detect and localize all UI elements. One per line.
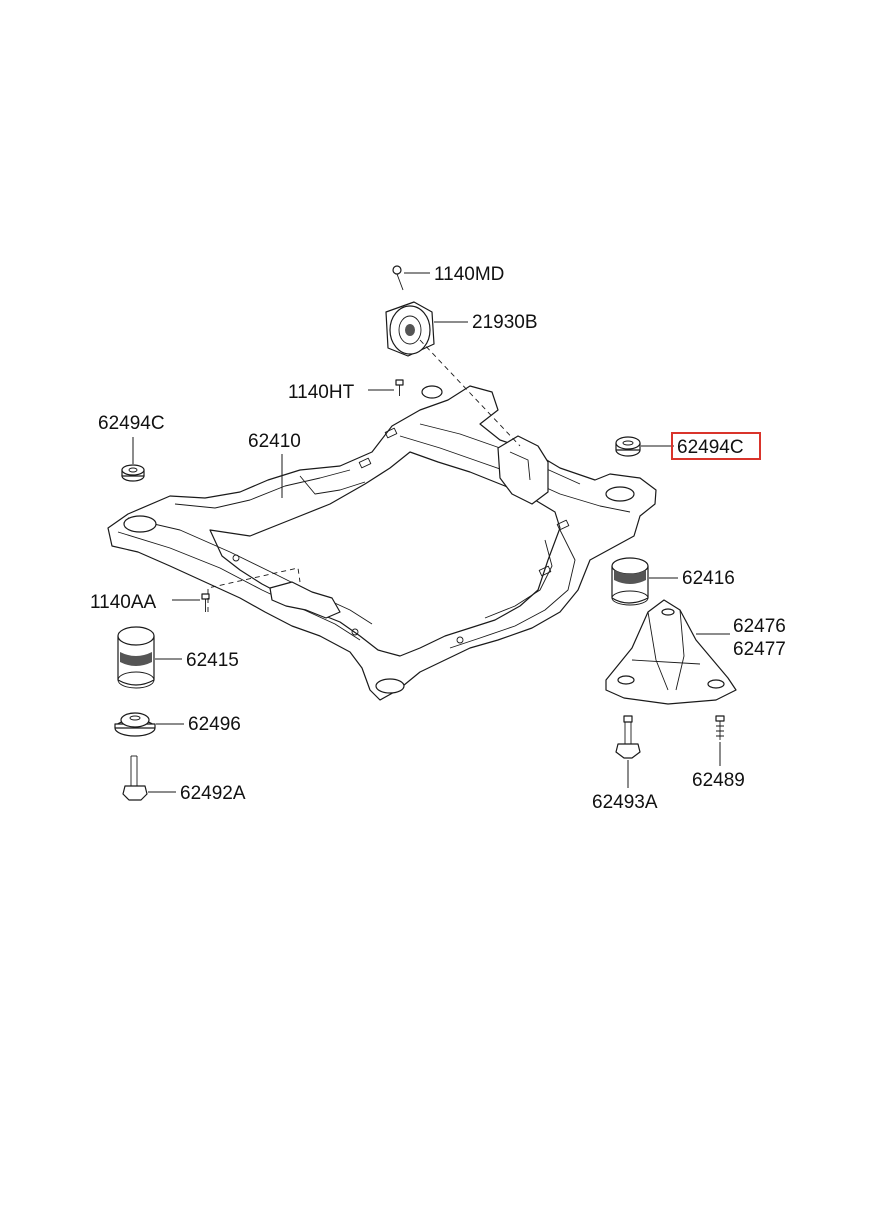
label-62489: 62489 bbox=[692, 770, 745, 791]
bolt-62493A[interactable] bbox=[615, 715, 641, 759]
bolt-62492A[interactable] bbox=[122, 755, 148, 801]
bolt-1140MD[interactable] bbox=[392, 265, 404, 291]
label-62494C-left: 62494C bbox=[98, 413, 165, 434]
label-62496: 62496 bbox=[188, 714, 241, 735]
label-21930B: 21930B bbox=[472, 312, 538, 333]
label-1140AA: 1140AA bbox=[90, 592, 157, 613]
washer-62496[interactable] bbox=[114, 712, 156, 737]
label-62476: 62476 bbox=[733, 616, 786, 637]
label-62492A: 62492A bbox=[180, 783, 246, 804]
bushing-62416[interactable] bbox=[611, 557, 649, 606]
bushing-62494C-left[interactable] bbox=[121, 464, 145, 482]
label-1140MD: 1140MD bbox=[434, 264, 504, 285]
highlight-box-62494C bbox=[671, 432, 761, 460]
label-62415: 62415 bbox=[186, 650, 239, 671]
label-62410: 62410 bbox=[248, 431, 301, 452]
label-62494C-right: 62494C bbox=[677, 437, 744, 458]
bolt-1140AA[interactable] bbox=[201, 593, 210, 612]
bolt-1140HT[interactable] bbox=[395, 379, 404, 396]
label-62477: 62477 bbox=[733, 639, 786, 660]
label-1140HT: 1140HT bbox=[288, 382, 355, 403]
bolt-62489[interactable] bbox=[715, 715, 725, 740]
label-62416: 62416 bbox=[682, 568, 735, 589]
label-62493A: 62493A bbox=[592, 792, 658, 813]
bracket-62476-62477[interactable] bbox=[605, 599, 737, 705]
mount-21930B[interactable] bbox=[385, 301, 435, 357]
subframe-62410[interactable] bbox=[107, 385, 657, 701]
bushing-62494C-right[interactable] bbox=[615, 436, 641, 457]
bushing-62415[interactable] bbox=[117, 626, 155, 689]
